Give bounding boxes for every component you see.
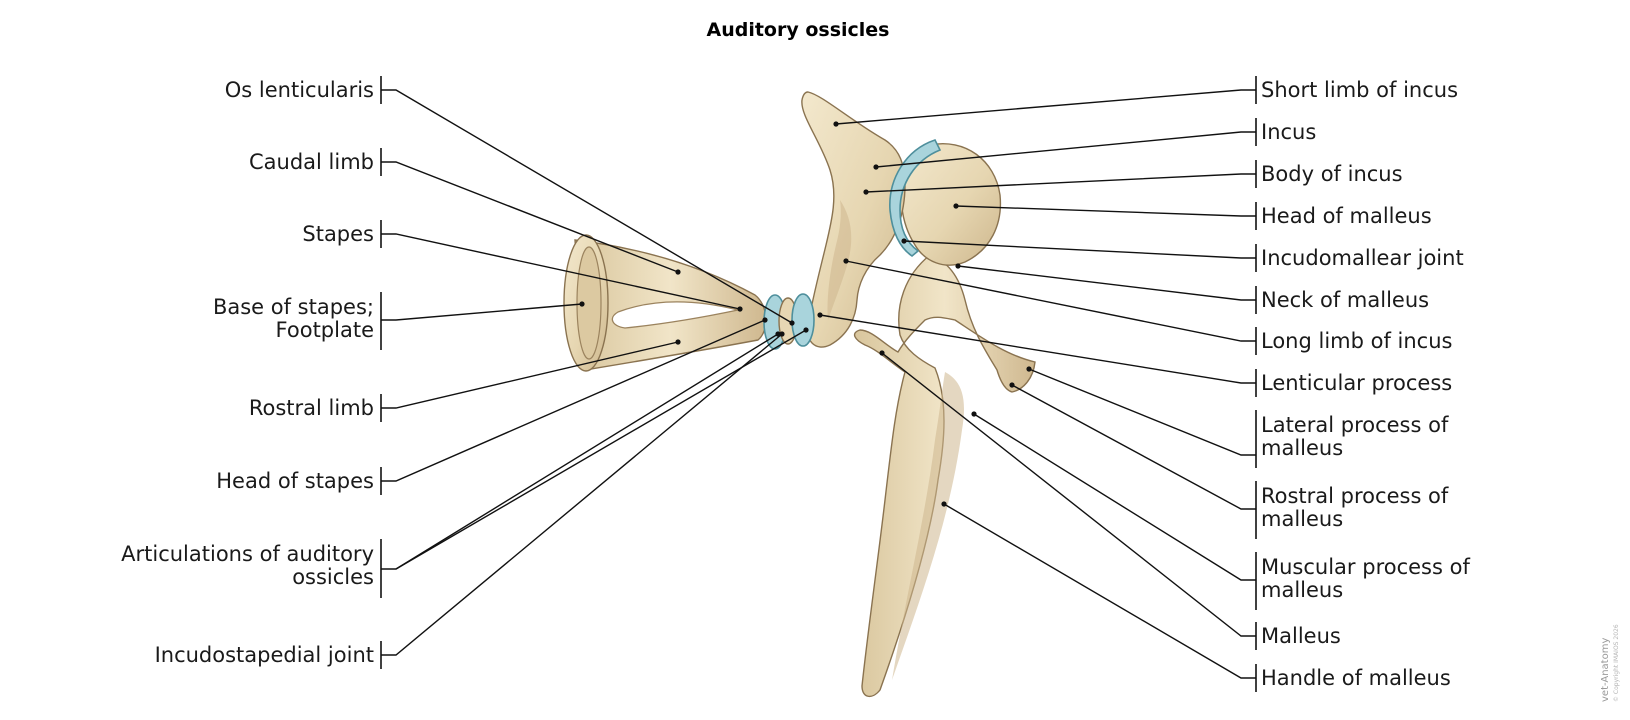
- leader-articulations-b: [395, 329, 807, 570]
- label-head-of-stapes: Head of stapes: [216, 469, 374, 493]
- leader-caudal-limb: [381, 161, 679, 273]
- leader-base-of-stapes: [381, 303, 583, 321]
- label-long-limb-of-incus: Long limb of incus: [1261, 329, 1452, 353]
- label-caudal-limb: Caudal limb: [249, 150, 374, 174]
- right-leaders: [819, 89, 1256, 679]
- leader-lateral-process-of-malleus: [1028, 368, 1256, 456]
- leader-short-limb-of-incus: [835, 89, 1256, 125]
- left-leaders: [381, 89, 807, 656]
- leader-rostral-limb: [381, 341, 679, 409]
- label-short-limb-of-incus: Short limb of incus: [1261, 78, 1458, 102]
- leader-neck-of-malleus: [957, 265, 1256, 301]
- label-neck-of-malleus: Neck of malleus: [1261, 288, 1429, 312]
- leader-muscular-process-of-malleus: [973, 413, 1256, 581]
- leader-body-of-incus: [865, 173, 1256, 193]
- leader-articulations-a: [381, 333, 779, 570]
- right-labels: Short limb of incus Incus Body of incus …: [1261, 78, 1470, 690]
- leader-dots: [579, 121, 1032, 507]
- label-malleus: Malleus: [1261, 624, 1341, 648]
- watermark-copyright: © Copyright IMAIOS 2026: [1613, 624, 1620, 702]
- label-head-of-malleus: Head of malleus: [1261, 204, 1432, 228]
- label-incudomallear-joint: Incudomallear joint: [1261, 246, 1464, 270]
- label-muscular-process-of: Muscular process of: [1261, 555, 1470, 579]
- label-base-of-stapes: Base of stapes;: [213, 295, 374, 319]
- label-muscular-process-malleus: malleus: [1261, 578, 1343, 602]
- label-handle-of-malleus: Handle of malleus: [1261, 666, 1451, 690]
- label-os-lenticularis: Os lenticularis: [225, 78, 374, 102]
- leader-malleus: [881, 352, 1256, 637]
- stapes-shape: [563, 234, 767, 372]
- label-rostral-process-malleus: malleus: [1261, 507, 1343, 531]
- label-articulations-of-auditory: Articulations of auditory: [121, 542, 374, 566]
- leader-incudostapedial-joint: [381, 333, 783, 656]
- incus-shape: [801, 91, 906, 348]
- lenticular-joint-shape: [791, 293, 815, 347]
- leader-lenticular-process: [819, 314, 1256, 384]
- label-lenticular-process: Lenticular process: [1261, 371, 1452, 395]
- left-labels: Os lenticularis Caudal limb Stapes Base …: [121, 78, 374, 667]
- label-ossicles: ossicles: [292, 565, 374, 589]
- watermark-brand: vet-Anatomy: [1600, 638, 1611, 702]
- ossicles-illustration: [563, 91, 1036, 697]
- label-rostral-process-of: Rostral process of: [1261, 484, 1449, 508]
- leader-incus: [875, 131, 1256, 168]
- leader-incudomallear-joint: [903, 240, 1256, 259]
- leader-stapes: [381, 233, 741, 310]
- leader-head-of-stapes: [381, 319, 766, 482]
- leader-head-of-malleus: [955, 205, 1256, 217]
- label-rostral-limb: Rostral limb: [249, 396, 374, 420]
- leader-handle-of-malleus: [943, 503, 1256, 679]
- label-lateral-process-of: Lateral process of: [1261, 413, 1449, 437]
- label-incudostapedial-joint: Incudostapedial joint: [155, 643, 374, 667]
- label-body-of-incus: Body of incus: [1261, 162, 1403, 186]
- label-incus: Incus: [1261, 120, 1316, 144]
- label-footplate: Footplate: [276, 318, 374, 342]
- leader-long-limb-of-incus: [845, 260, 1256, 342]
- leader-rostral-process-of-malleus: [1011, 384, 1256, 510]
- leader-os-lenticularis: [381, 89, 793, 324]
- label-stapes: Stapes: [302, 222, 374, 246]
- watermark: vet-Anatomy © Copyright IMAIOS 2026: [1600, 624, 1620, 702]
- incudomallear-joint-shape: [889, 139, 942, 257]
- label-lateral-process-malleus: malleus: [1261, 436, 1343, 460]
- page-title: Auditory ossicles: [706, 19, 889, 41]
- lenticular-joint-shapes: [763, 293, 815, 350]
